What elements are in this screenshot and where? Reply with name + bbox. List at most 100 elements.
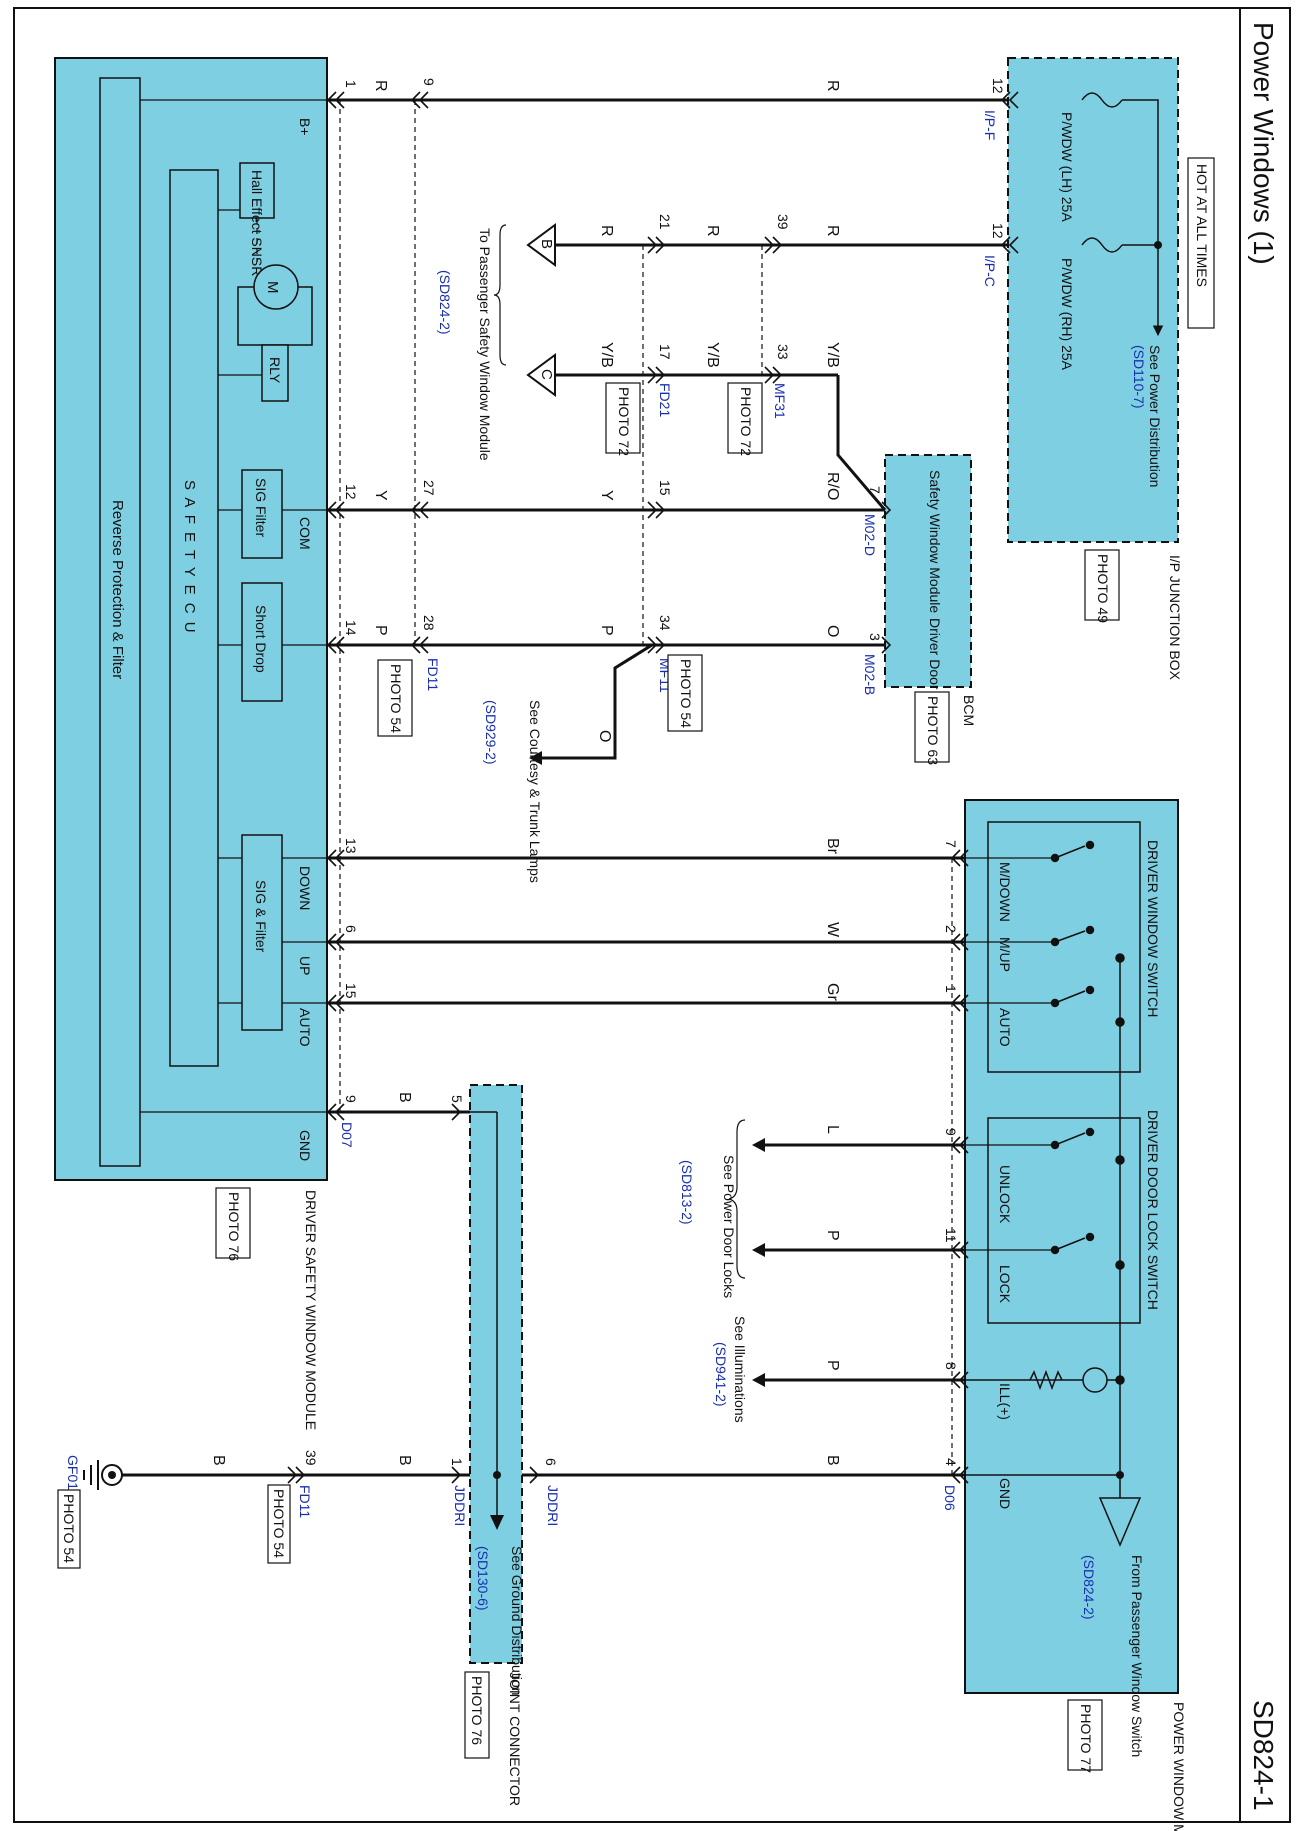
fuse-rh-icon: [1081, 237, 1123, 253]
illumination-led-icon: [1082, 1367, 1108, 1393]
wire-r-3: R: [598, 225, 615, 237]
ecu-relay-box: [261, 344, 289, 402]
wire-y-1: Y: [372, 490, 389, 501]
pin-b-39: 39: [775, 214, 791, 230]
see-door-locks-label: See Power Door Locks: [721, 1155, 737, 1298]
ecu-sig-filter-box: [241, 469, 283, 559]
pin-c-17: 17: [657, 344, 673, 360]
wire-set: [115, 98, 1008, 1477]
gf01-photo-box: [57, 1489, 81, 1569]
wire-yb-2: Y/B: [704, 342, 721, 368]
door-lock-switch-label: DRIVER DOOR LOCK SWITCH: [1145, 1110, 1161, 1310]
see-door-locks-ref: (SD813-2): [679, 1160, 695, 1225]
wire-w: W: [824, 922, 841, 938]
wire-b-2: B: [824, 1455, 841, 1466]
connector-chevrons: [287, 91, 1019, 1484]
to-passenger-ref: (SD824-2): [437, 270, 453, 335]
see-power-distribution-ref: (SD110-7): [1131, 345, 1147, 409]
d06-label: D06: [942, 1485, 958, 1511]
wire-y-2: Y: [598, 490, 615, 501]
gf01-label: GF01: [65, 1455, 81, 1490]
wire-o-1: O: [824, 625, 841, 637]
pin-jc-5: 5: [449, 1095, 465, 1103]
fd21-label: FD21: [657, 383, 673, 417]
fuse-lh-pin: 12: [990, 78, 1006, 94]
pin-sw-w: 2: [943, 925, 959, 933]
jddri-b-label: JDDRI: [545, 1485, 561, 1526]
ecu-relay-label: RLY: [267, 357, 283, 384]
ip-junction-box: [1007, 57, 1179, 543]
main-switch-label: POWER WINDOW MAIN SWITCH: [1171, 1702, 1187, 1831]
ecu-short-drop-box: [241, 582, 283, 702]
switch-contact-wiring: [965, 857, 1055, 1251]
wire-o-2: O: [596, 730, 613, 742]
gf01-photo-label: PHOTO 54: [61, 1494, 77, 1563]
joint-connector-photo-box: [464, 1671, 490, 1759]
wire-p-1: P: [372, 625, 389, 636]
fd11b-photo-label: PHOTO 54: [271, 1489, 287, 1558]
wire-ro: R/O: [824, 472, 841, 500]
connector-b-triangle: [526, 223, 556, 267]
ecu-photo-label: PHOTO 76: [226, 1192, 242, 1261]
fuse-lh-connector: I/P-F: [982, 110, 998, 140]
motor-label: M: [264, 281, 281, 294]
fd11a-label: FD11: [425, 658, 441, 691]
bcm-conn-swm: M02-D: [862, 514, 878, 556]
switch-auto-label: AUTO: [997, 1008, 1013, 1047]
switch-mdown-label: M/DOWN: [997, 862, 1013, 922]
see-illuminations-ref: (SD941-2): [713, 1342, 729, 1407]
fuse-lh-label: P/WDW (LH) 25A: [1059, 112, 1075, 222]
page-title: Power Windows (1): [1248, 22, 1279, 265]
ecu-com-label: COM: [297, 517, 313, 550]
wire-r-2: R: [824, 80, 841, 92]
ecu-auto-label: AUTO: [297, 1008, 313, 1047]
wire-r-4: R: [704, 225, 721, 237]
bcm-conn-switch: M02-B: [862, 654, 878, 695]
page-frame: [13, 7, 1291, 1823]
ground-symbol-icon: [83, 1460, 99, 1490]
fd11b-photo-box: [267, 1484, 291, 1564]
passenger-brace: [493, 224, 507, 366]
door-lock-switch-box: [987, 1117, 1141, 1324]
ecu-module-label: DRIVER SAFETY WINDOW MODULE: [303, 1190, 319, 1430]
connector-c-label: C: [538, 369, 555, 380]
wire-yb-3: Y/B: [824, 342, 841, 368]
pin-ecu-gr: 15: [343, 983, 359, 999]
ip-junction-box-label: I/P JUNCTION BOX: [1167, 555, 1183, 681]
see-ground-distribution: See Ground Distribution: [509, 1546, 525, 1695]
driver-window-switch-box: [987, 821, 1141, 1073]
pin-sw-gnd: 4: [943, 1458, 959, 1466]
ip-junction-photo-box: [1084, 549, 1120, 621]
fd11a-photo-box: [377, 659, 413, 737]
page-code: SD824-1: [1248, 1700, 1279, 1811]
wire-r-1: R: [372, 80, 389, 92]
see-courtesy-label: See Courtesy & Trunk Lamps: [527, 700, 543, 883]
pin-ecu-y: 12: [343, 484, 359, 500]
switch-mup-label: M/UP: [997, 937, 1013, 972]
ecu-hall-sensor-box: [239, 162, 275, 219]
jddri-a-label: JDDRI: [452, 1485, 468, 1526]
fuse-rh-pin: 12: [990, 223, 1006, 239]
fd11b-label: FD11: [297, 1485, 313, 1518]
illumination-resistor-icon: [1029, 1369, 1063, 1391]
wire-r-5: R: [824, 225, 841, 237]
switch-ill-label: ILL(+): [997, 1383, 1013, 1420]
pin-jc-1: 1: [449, 1458, 465, 1466]
ecu-up-label: UP: [297, 956, 313, 975]
pin-sw-br: 7: [943, 840, 959, 848]
wire-p-4: P: [824, 1360, 841, 1371]
pin-ecu-r: 1: [343, 80, 359, 88]
main-switch-module: [964, 799, 1179, 1694]
ip-junction-photo-label: PHOTO 49: [1095, 554, 1111, 623]
switch-lock-label: LOCK: [997, 1265, 1013, 1304]
fd21-photo-box: [605, 382, 641, 454]
terminal-arrows: [529, 751, 765, 1387]
pin-gnd-39: 39: [303, 1450, 319, 1466]
joint-connector-box: [469, 1084, 523, 1664]
ecu-photo-box: [215, 1187, 251, 1259]
from-passenger-ref: (SD824-2): [1081, 1555, 1097, 1620]
driver-window-switch-label: DRIVER WINDOW SWITCH: [1145, 840, 1161, 1017]
ecu-gnd-label: GND: [297, 1130, 313, 1161]
wire-gr: Gr: [824, 983, 841, 1001]
